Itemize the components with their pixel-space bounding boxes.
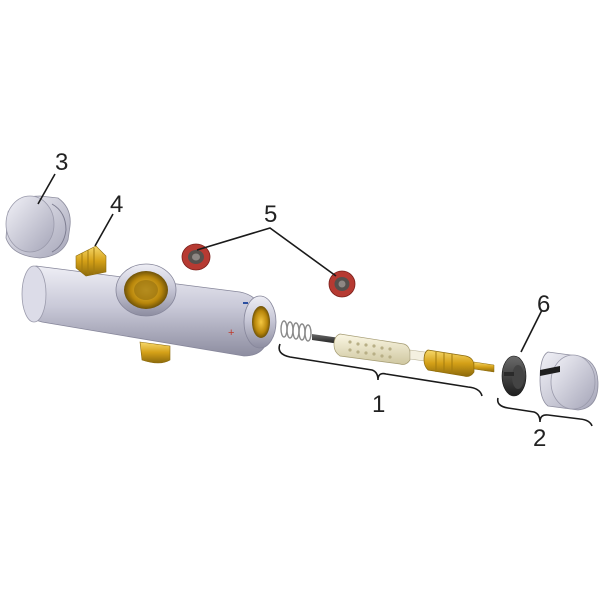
cartridge-spring: [280, 320, 312, 342]
callout-2: 2: [533, 425, 546, 452]
handle-knob: [539, 351, 599, 411]
leader-line-4: [94, 213, 114, 247]
o-ring-seal-right: [328, 270, 356, 298]
callout-6: 6: [537, 291, 550, 318]
bracket-part-2: [496, 397, 593, 427]
o-ring-seal-left: [181, 243, 211, 271]
leader-line-5: [196, 227, 337, 277]
leader-line-3: [37, 173, 56, 205]
callout-3: 3: [55, 149, 68, 176]
valve-body: +: [21, 263, 277, 364]
bracket-part-1: [278, 343, 483, 397]
cold-marker-icon: [243, 302, 248, 304]
leader-line-6: [520, 309, 543, 353]
end-cap: [5, 195, 71, 259]
brass-check-valve: [75, 245, 107, 277]
handle-adapter: [501, 355, 527, 397]
callout-4: 4: [110, 191, 123, 218]
hot-marker-icon: +: [228, 327, 234, 339]
thermostatic-cartridge: [280, 320, 495, 377]
callout-5: 5: [264, 201, 277, 228]
callout-1: 1: [372, 391, 385, 418]
